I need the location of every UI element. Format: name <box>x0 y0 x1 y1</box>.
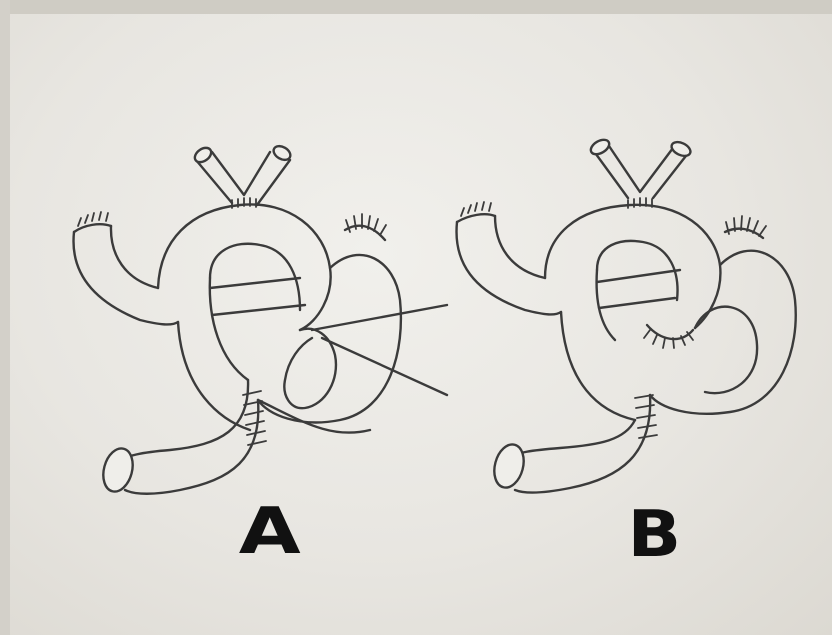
panel-b-y-stub <box>588 137 692 198</box>
panel-a-main-loop <box>158 204 331 430</box>
panel-label-b: B <box>628 503 682 567</box>
panel-a-drawing <box>74 143 447 495</box>
panel-b-right-coil <box>650 216 796 414</box>
panel-a-left-arm <box>74 212 178 324</box>
panel-b-main-loop <box>545 205 720 420</box>
panel-b-drawing <box>457 137 796 493</box>
panel-b-lower-limb <box>490 395 657 492</box>
panel-b-top-suture <box>628 198 652 208</box>
panel-a-lower-limb <box>99 380 370 495</box>
panel-b-left-arm <box>457 202 561 314</box>
panel-a-y-stub <box>192 143 293 205</box>
panel-label-a: A <box>239 500 301 564</box>
